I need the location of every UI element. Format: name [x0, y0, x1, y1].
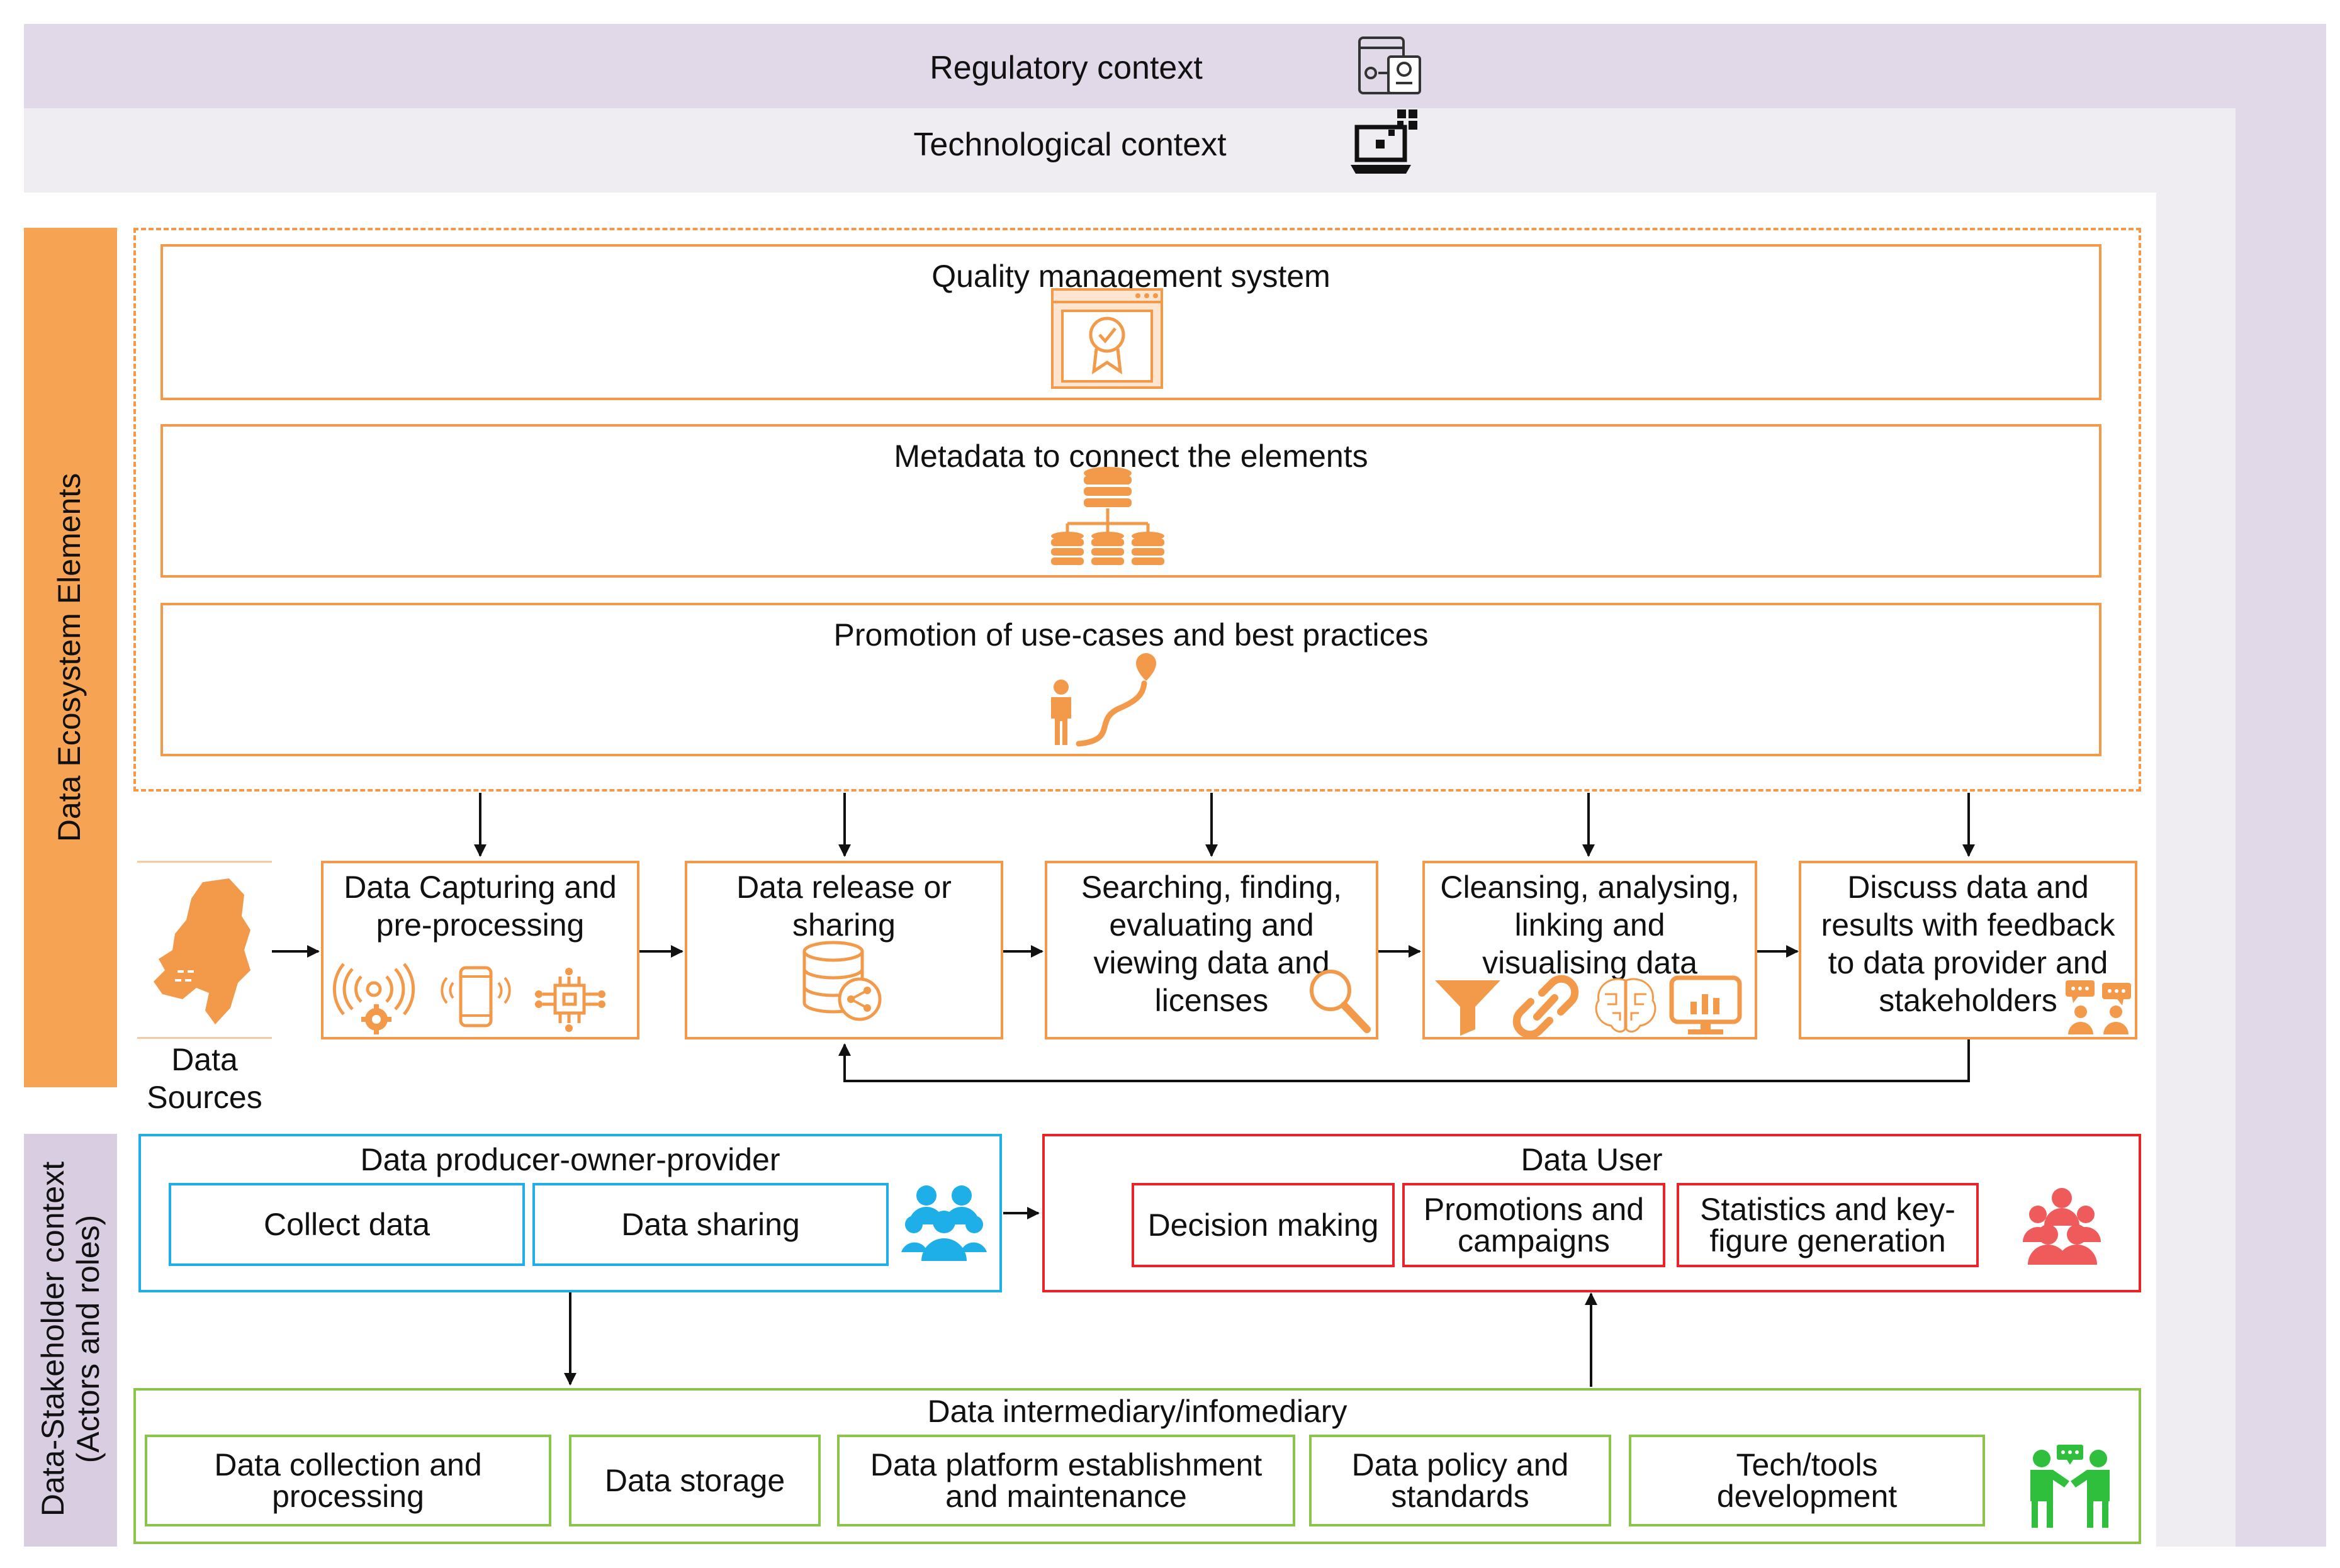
handshake-people-icon: [2030, 1445, 2110, 1528]
step-discuss-title: Discuss data and results with feedback t…: [1821, 870, 2115, 1018]
data-intermediary-box: Data intermediary/infomediary: [133, 1388, 2141, 1544]
promotion-title: Promotion of use-cases and best practice…: [833, 617, 1429, 652]
link-icon: [1512, 975, 1579, 1039]
data-platform-box: Data platform establishment and maintena…: [837, 1435, 1295, 1526]
metadata-title: Metadata to connect the elements: [894, 439, 1368, 474]
data-intermediary-title: Data intermediary/infomediary: [927, 1394, 1347, 1429]
certificate-browser-icon: [1051, 288, 1163, 389]
netherlands-map-icon: [154, 878, 250, 1024]
data-sharing-box: Data sharing: [532, 1183, 889, 1266]
magnifier-icon: [1310, 970, 1371, 1033]
red-group-icon: [2023, 1188, 2101, 1265]
data-user-box: Data User: [1042, 1134, 2141, 1292]
tech-tools-box: Tech/tools development: [1629, 1435, 1985, 1526]
step-data-capturing: Data Capturing and pre-processing: [321, 861, 639, 1039]
technological-context-label: Technological context: [913, 126, 1227, 163]
data-collection-processing-box: Data collection and processing: [145, 1435, 551, 1526]
collect-data-box: Collect data: [169, 1183, 525, 1266]
step-cleansing: Cleansing, analysing, linking and visual…: [1422, 861, 1757, 1039]
step-cleansing-title: Cleansing, analysing, linking and visual…: [1440, 870, 1740, 980]
step-data-capturing-title: Data Capturing and pre-processing: [344, 870, 617, 943]
data-sources-bottom-rule: [137, 1037, 272, 1039]
regulatory-context-label: Regulatory context: [930, 50, 1203, 86]
discussion-people-icon: [2066, 980, 2131, 1034]
regulation-document-icon: [1358, 36, 1421, 94]
decision-making-box: Decision making: [1132, 1183, 1395, 1267]
ecosystem-side-bar: [24, 228, 117, 1087]
database-hierarchy-icon: [1051, 467, 1164, 565]
step-data-release-title: Data release or sharing: [736, 870, 952, 943]
blue-group-icon: [901, 1185, 987, 1261]
database-share-icon: [802, 941, 882, 1021]
sensor-icon: [332, 963, 415, 1034]
promotions-campaigns-box: Promotions and campaigns: [1402, 1183, 1665, 1267]
dashboard-monitor-icon: [1669, 975, 1742, 1034]
data-producer-title: Data producer-owner-provider: [360, 1142, 780, 1177]
ecosystem-side-label: Data Ecosystem Elements: [52, 473, 87, 843]
promotion-box: Promotion of use-cases and best practice…: [160, 603, 2101, 756]
step-searching: Searching, finding, evaluating and viewi…: [1045, 861, 1378, 1039]
step-searching-title: Searching, finding, evaluating and viewi…: [1081, 870, 1342, 1018]
mobile-phone-icon: [441, 966, 511, 1028]
data-producer-box: Data producer-owner-provider: [138, 1134, 1002, 1292]
stakeholder-side-bar: [24, 1134, 117, 1547]
chip-icon: [535, 968, 605, 1032]
stakeholder-side-label: Data-Stakeholder context (Actors and rol…: [35, 1161, 106, 1517]
data-sources-label: Data Sources: [147, 1042, 262, 1115]
brain-icon: [1595, 978, 1657, 1033]
quality-management-title: Quality management system: [931, 259, 1330, 294]
laptop-network-icon: [1351, 109, 1417, 174]
statistics-generation-box: Statistics and key- figure generation: [1677, 1183, 1979, 1267]
funnel-icon: [1435, 980, 1500, 1036]
data-storage-box: Data storage: [569, 1435, 821, 1526]
person-path-icon: [1051, 653, 1156, 747]
step-data-release: Data release or sharing: [685, 861, 1003, 1039]
data-policy-box: Data policy and standards: [1309, 1435, 1611, 1526]
ecosystem-elements-frame: [133, 228, 2141, 792]
data-user-title: Data User: [1521, 1142, 1663, 1177]
data-sources-top-rule: [137, 861, 272, 863]
